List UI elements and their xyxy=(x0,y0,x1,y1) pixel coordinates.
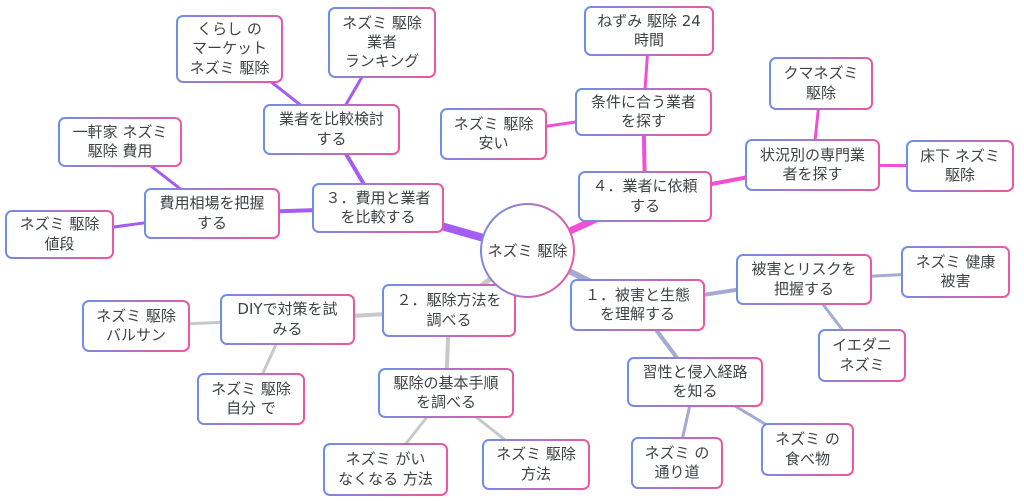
node-tabemono: ネズミ の 食べ物 xyxy=(761,423,854,476)
center-node-label: ネズミ 駆除 xyxy=(482,205,573,296)
node-tabemono-label: ネズミ の 食べ物 xyxy=(763,425,852,474)
node-n1: １．被害と生態 を理解する xyxy=(570,279,705,331)
node-kenkou-label: ネズミ 健康 被害 xyxy=(903,248,1008,296)
node-joukyou-label: 状況別の専門業 者を探す xyxy=(747,141,878,189)
node-yukashita: 床下 ネズミ 駆除 xyxy=(906,140,1014,192)
node-houhou: ネズミ 駆除 方法 xyxy=(482,439,590,490)
node-yasui-label: ネズミ 駆除 安い xyxy=(442,110,545,158)
center-node: ネズミ 駆除 xyxy=(480,203,575,298)
node-nezumi24-label: ねずみ 駆除 24 時間 xyxy=(586,8,712,54)
node-ranking: ネズミ 駆除 業者 ランキング xyxy=(328,7,436,78)
node-barusan: ネズミ 駆除 バルサン xyxy=(82,300,190,352)
node-toorimichi-label: ネズミ の 通り道 xyxy=(633,439,721,487)
node-n2: ２．駆除方法を 調べる xyxy=(382,284,516,337)
node-kenkou: ネズミ 健康 被害 xyxy=(901,246,1010,298)
node-iedani-label: イエダニ ネズミ xyxy=(820,331,904,380)
node-diy: DIYで対策を試 みる xyxy=(220,294,355,345)
node-kurashi: くらし の マーケット ネズミ 駆除 xyxy=(176,15,283,83)
node-n4-label: ４．業者に依頼 する xyxy=(580,173,710,220)
node-yasui: ネズミ 駆除 安い xyxy=(440,108,547,160)
node-yukashita-label: 床下 ネズミ 駆除 xyxy=(908,142,1012,190)
node-ikkenya: 一軒家 ネズミ 駆除 費用 xyxy=(58,117,182,167)
node-diy-label: DIYで対策を試 みる xyxy=(222,296,353,343)
node-inakunaru-label: ネズミ がい なくなる 方法 xyxy=(325,445,446,494)
node-nedan-label: ネズミ 駆除 値段 xyxy=(7,212,112,257)
node-jibun-label: ネズミ 駆除 自分 で xyxy=(199,375,303,423)
node-higairisk-label: 被害とリスクを 把握する xyxy=(738,256,870,303)
node-nedan: ネズミ 駆除 値段 xyxy=(5,210,114,259)
node-n1-label: １．被害と生態 を理解する xyxy=(572,281,703,329)
node-jibun: ネズミ 駆除 自分 で xyxy=(197,373,305,425)
node-jouken: 条件に合う業者 を探す xyxy=(575,88,712,136)
node-houhou-label: ネズミ 駆除 方法 xyxy=(484,441,588,488)
node-kumanezumi: クマネズミ 駆除 xyxy=(769,57,873,110)
node-hiyousouba: 費用相場を把握 する xyxy=(144,188,280,239)
node-kihon-label: 駆除の基本手順 を調べる xyxy=(380,370,512,416)
node-higairisk: 被害とリスクを 把握する xyxy=(736,254,872,305)
node-ikkenya-label: 一軒家 ネズミ 駆除 費用 xyxy=(60,119,180,165)
node-n3: ３．費用と業者 を比較する xyxy=(312,183,444,233)
node-n2-label: ２．駆除方法を 調べる xyxy=(384,286,514,335)
node-hikaku: 業者を比較検討 する xyxy=(263,104,400,155)
node-kumanezumi-label: クマネズミ 駆除 xyxy=(771,59,871,108)
node-joukyou: 状況別の専門業 者を探す xyxy=(745,139,880,191)
node-toorimichi: ネズミ の 通り道 xyxy=(631,437,723,489)
node-hikaku-label: 業者を比較検討 する xyxy=(265,106,398,153)
node-iedani: イエダニ ネズミ xyxy=(818,329,906,382)
node-shuusei-label: 習性と侵入経路 を知る xyxy=(629,359,761,405)
node-nezumi24: ねずみ 駆除 24 時間 xyxy=(584,6,714,56)
node-kihon: 駆除の基本手順 を調べる xyxy=(378,368,514,418)
node-n3-label: ３．費用と業者 を比較する xyxy=(314,185,442,231)
node-n4: ４．業者に依頼 する xyxy=(578,171,712,222)
node-shuusei: 習性と侵入経路 を知る xyxy=(627,357,763,407)
node-barusan-label: ネズミ 駆除 バルサン xyxy=(84,302,188,350)
node-ranking-label: ネズミ 駆除 業者 ランキング xyxy=(330,9,434,76)
node-inakunaru: ネズミ がい なくなる 方法 xyxy=(323,443,448,496)
node-kurashi-label: くらし の マーケット ネズミ 駆除 xyxy=(178,17,281,81)
node-jouken-label: 条件に合う業者 を探す xyxy=(577,90,710,134)
node-hiyousouba-label: 費用相場を把握 する xyxy=(146,190,278,237)
